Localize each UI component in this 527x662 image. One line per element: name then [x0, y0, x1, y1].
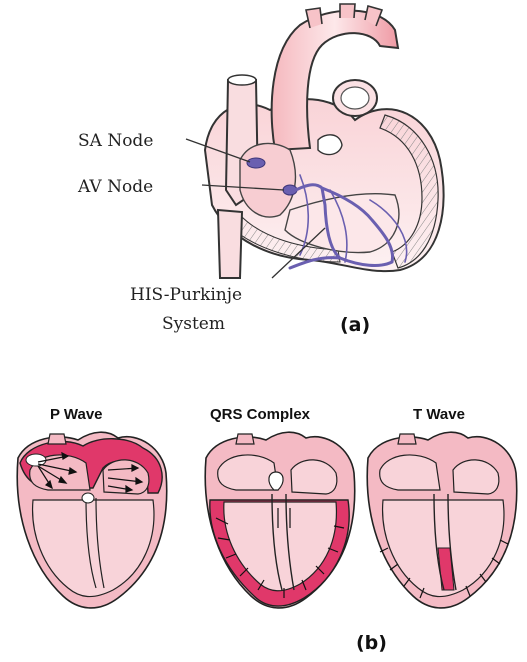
vena-cava-opening — [228, 75, 256, 85]
heart-t-right-atrium — [380, 455, 440, 490]
heart-qrs-bundle — [269, 472, 283, 490]
his-purkinje-label-line1: HIS-Purkinje — [130, 285, 242, 305]
panel-b-stages: P Wave QRS Complex T Wave — [17, 406, 516, 654]
stage-title-t-wave: T Wave — [413, 406, 465, 423]
sa-node — [247, 158, 265, 168]
stage-title-p-wave: P Wave — [50, 406, 103, 423]
heart-p-wave — [17, 432, 166, 608]
panel-a-tag: (a) — [340, 314, 370, 336]
heart-t-vessel — [398, 434, 416, 444]
stage-title-qrs-complex: QRS Complex — [210, 406, 311, 423]
heart-t-wave — [367, 432, 516, 608]
right-atrium-chamber — [240, 143, 295, 217]
pulmonary-artery-inner — [341, 87, 369, 109]
sa-node-label: SA Node — [78, 131, 153, 151]
heart-p-av-node — [82, 493, 94, 503]
panel-a-heart-illustration: SA Node AV Node HIS-Purkinje System (a) — [77, 4, 444, 336]
inferior-vena-cava — [218, 210, 242, 278]
av-node-label: AV Node — [77, 177, 153, 197]
heart-qrs-right-atrium — [218, 455, 278, 490]
valve-white — [318, 135, 342, 155]
heart-p-sa-node — [26, 454, 46, 466]
heart-qrs-vessel — [236, 434, 254, 444]
his-purkinje-label-line2: System — [162, 314, 225, 334]
heart-qrs-complex — [205, 432, 354, 608]
heart-p-vessel — [48, 434, 66, 444]
panel-b-tag: (b) — [356, 632, 387, 654]
